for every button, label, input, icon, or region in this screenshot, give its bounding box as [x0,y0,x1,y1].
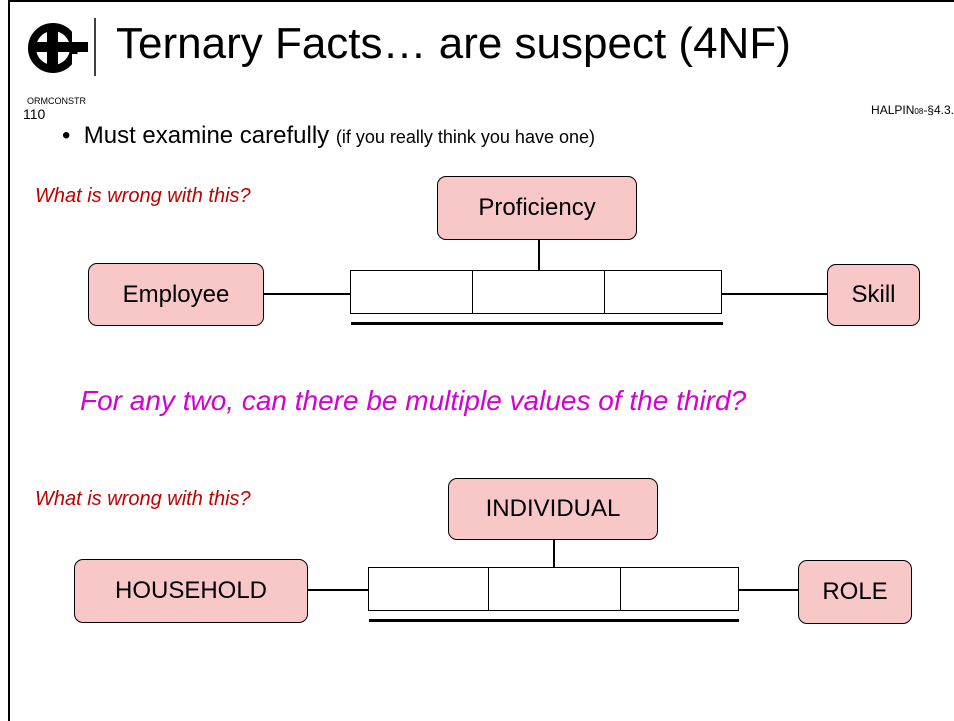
logo-icon [28,23,90,73]
entity-skill: Skill [827,264,920,326]
connector-top [538,240,540,271]
role-box-1 [368,567,490,611]
connector-right [739,589,798,591]
connector-right [722,293,827,295]
reference-tail: -§4.3. [923,103,954,117]
question-2: What is wrong with this? [35,488,251,510]
uniqueness-bar [351,322,723,325]
entity-household: HOUSEHOLD [74,559,308,623]
question-1: What is wrong with this? [35,185,251,207]
entity-proficiency: Proficiency [437,176,637,240]
role-box-2 [488,567,622,611]
entity-role: ROLE [798,560,912,624]
role-box-3 [620,567,739,611]
connector-left [308,589,368,591]
reference-small: 08 [914,107,924,116]
prompt-text: For any two, can there be multiple value… [80,385,747,416]
slide-number: 110 [23,106,46,122]
role-box-1 [350,270,474,314]
logo-label: ORMCONSTR [27,96,86,106]
bullet-icon: • [62,122,84,149]
reference-main: HALPIN [871,103,915,117]
page-title: Ternary Facts… are suspect (4NF) [116,19,791,68]
entity-employee: Employee [88,263,264,326]
bullet-paren-text: (if you really think you have one) [335,127,595,147]
role-box-2 [472,270,606,314]
bullet-item: • Must examine carefully (if you really … [62,121,595,152]
reference-label: HALPIN08-§4.3. [871,103,954,119]
role-box-3 [604,270,722,314]
uniqueness-bar [369,619,739,622]
entity-individual: INDIVIDUAL [448,478,658,540]
connector-top [553,540,555,568]
connector-left [264,293,350,295]
bullet-main-text: Must examine carefully [83,122,330,149]
